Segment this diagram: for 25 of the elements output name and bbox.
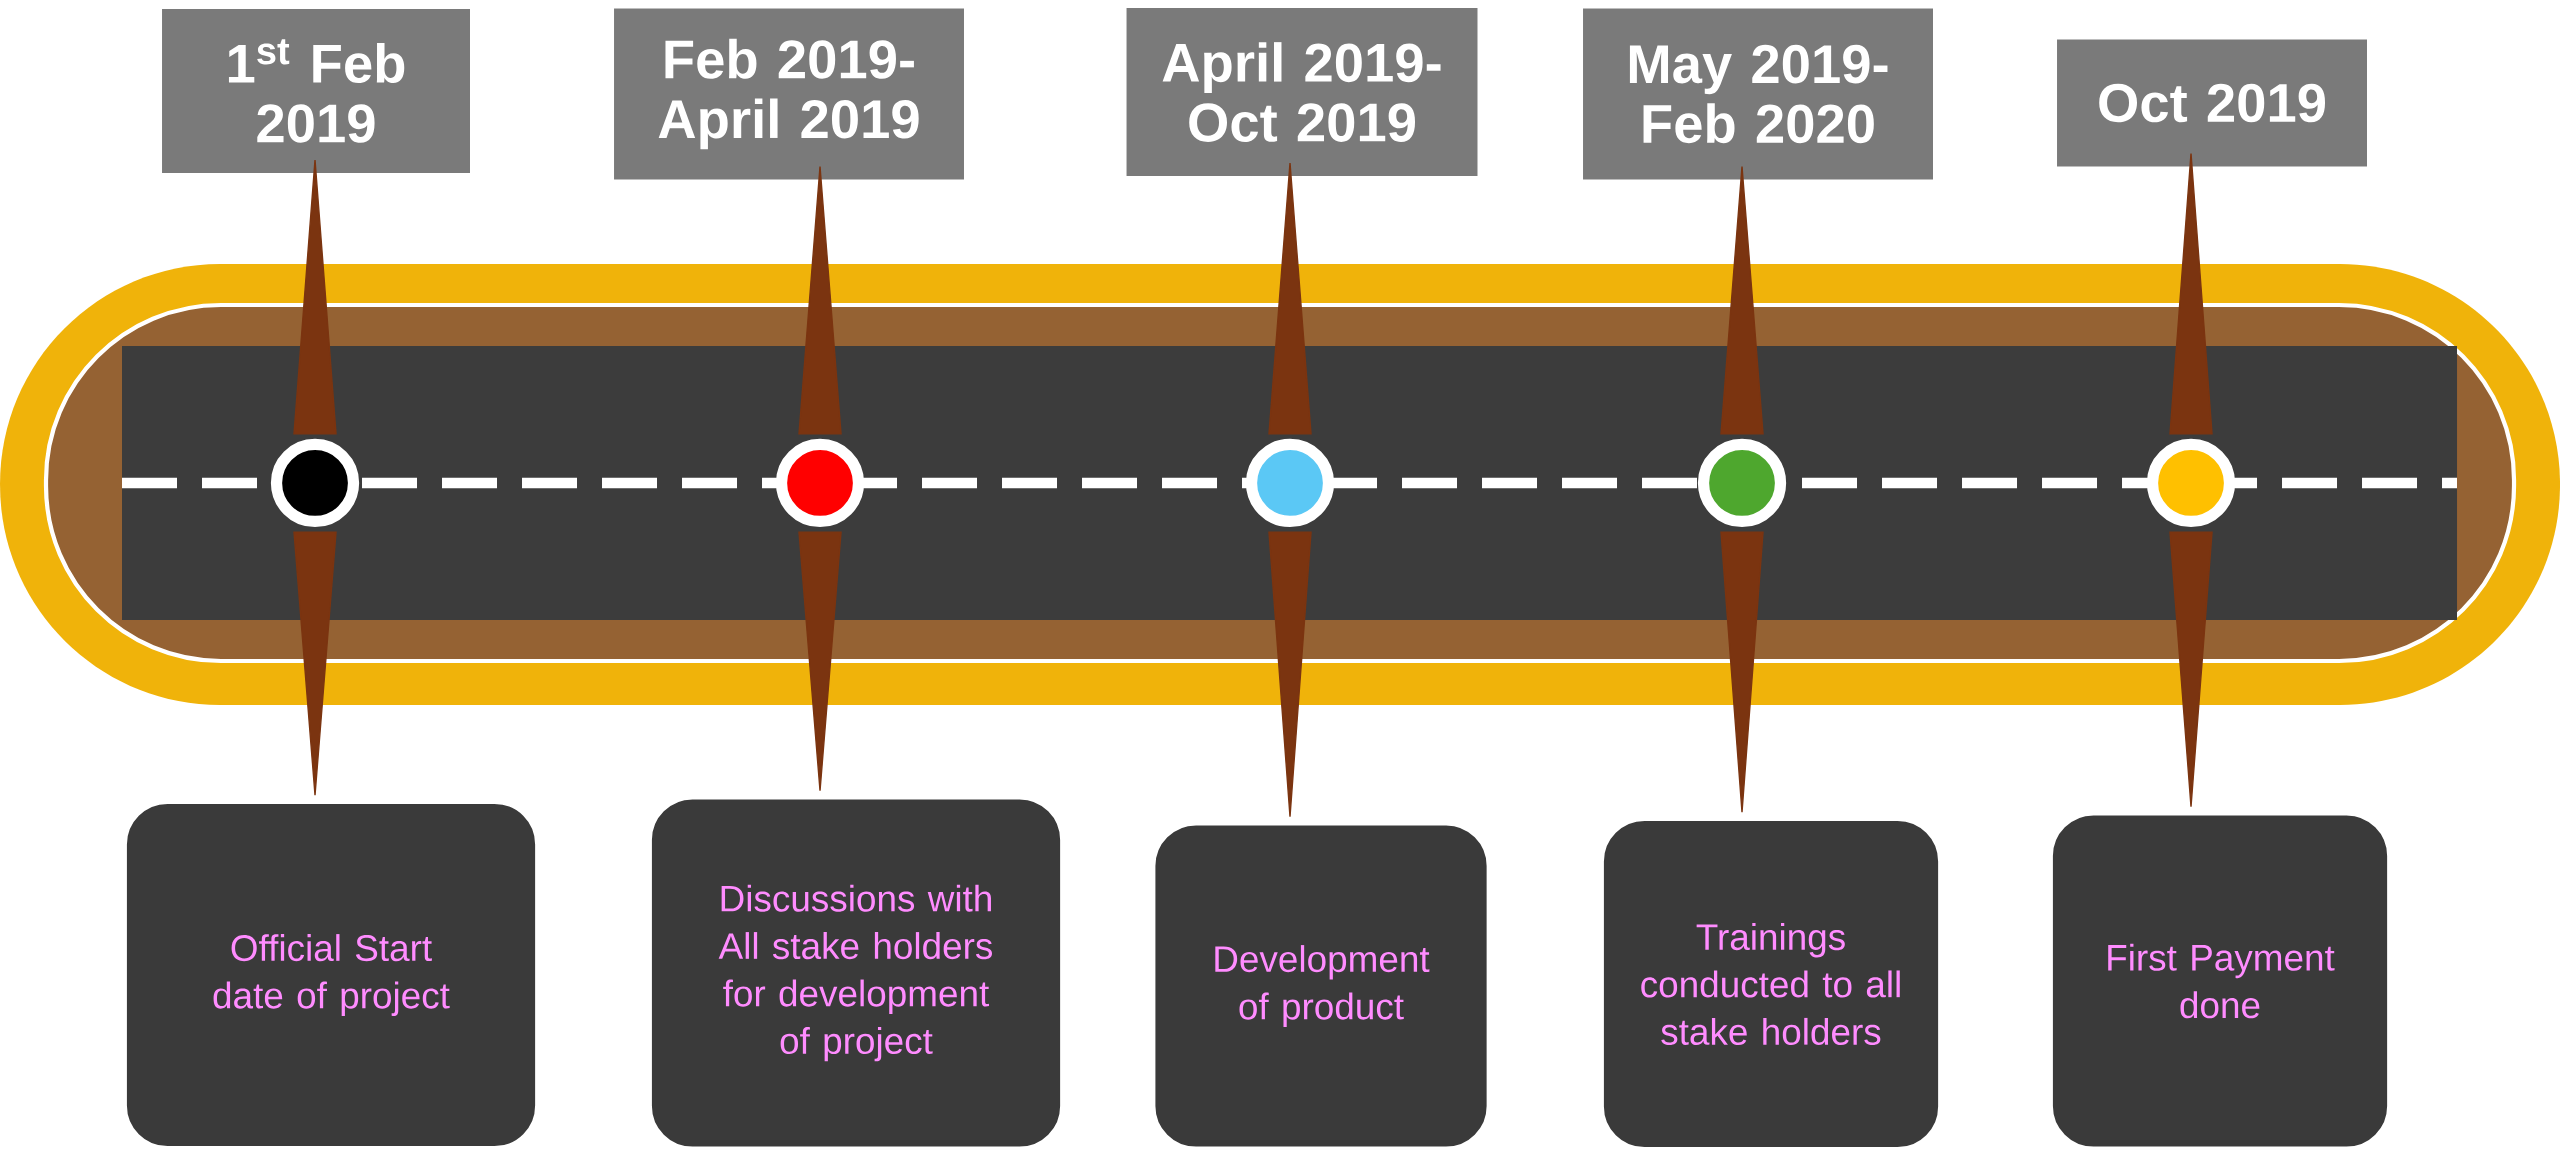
spike [293,531,337,796]
description-box: Development of product [1146,816,1496,1156]
spike [2169,152,2213,435]
marker-dot [270,438,360,528]
spike [1720,531,1764,813]
marker-dot [775,438,865,528]
spike [798,531,842,792]
spike [2169,531,2213,808]
description-box: First Payment done [2044,806,2396,1156]
description-box: Trainings conducted to all stake holders [1595,812,1947,1156]
spike [798,165,842,435]
spike [1268,162,1312,435]
description-box: Official Start date of project [118,795,544,1155]
marker-dot [1697,438,1787,528]
date-box: 1$^{st}$ Feb 2019 [155,2,478,180]
date-box: April 2019- Oct 2019 [1119,1,1485,183]
date-box: Feb 2019- April 2019 [607,1,972,187]
date-box: May 2019- Feb 2020 [1576,1,1941,187]
date-box: Oct 2019 [2050,32,2375,174]
spike [1268,531,1312,818]
marker-dot [1245,438,1335,528]
marker-dot [2146,438,2236,528]
spike [1720,165,1764,435]
description-box: Discussions with All stake holders for development of project [643,790,1069,1156]
spike [293,159,337,435]
